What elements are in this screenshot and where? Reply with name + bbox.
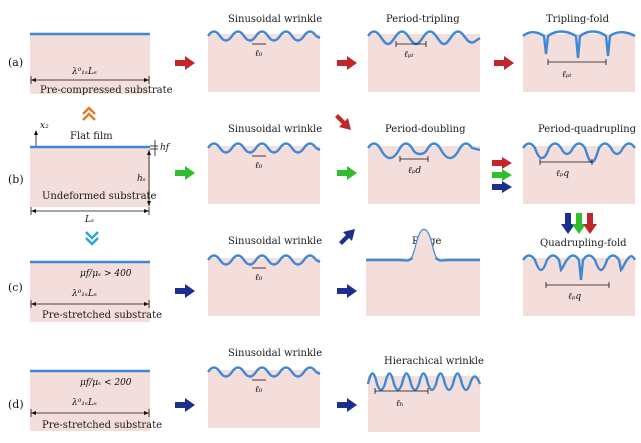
- stage-title: Sinusoidal wrinkle: [228, 236, 322, 247]
- row-label-b: (b): [8, 173, 24, 186]
- length-label: λ⁰₁ₛLₛ: [71, 67, 97, 77]
- axis-label-x2: x₂: [40, 121, 49, 131]
- doubling-film: [367, 142, 481, 160]
- arrow-red-icon: [175, 56, 195, 70]
- substrate-height-label: hₛ: [137, 174, 146, 184]
- substrate-caption: Undeformed substrate: [42, 191, 157, 202]
- arrow-down-stack-icon: [561, 213, 597, 234]
- arrow-blue-icon: [337, 398, 357, 412]
- chevron-down-icon: [85, 231, 99, 246]
- fold-film: [522, 30, 636, 59]
- wavelength-label: ℓ₀: [255, 385, 263, 395]
- substrate-caption: Pre-compressed substrate: [40, 85, 173, 96]
- arrow-green-icon: [337, 166, 357, 180]
- substrate-height-dimension: [147, 150, 151, 206]
- row-label-d: (d): [8, 398, 24, 411]
- length-label: λ⁰₁ₛLₛ: [71, 398, 97, 408]
- arrow-blue-icon: [175, 284, 195, 298]
- pre-stretched-substrate: [30, 262, 150, 322]
- wavelength-label: ℓₚd: [408, 166, 421, 176]
- row-b: x₂ x₁ Flat film hf hₛ Undeformed substra…: [30, 106, 637, 225]
- wrinkle-film: [207, 142, 321, 154]
- film-thickness-label: hf: [160, 143, 171, 153]
- chevron-up-icon: [82, 106, 96, 121]
- stage-title: Period-tripling: [386, 14, 460, 25]
- length-dimension: [30, 409, 150, 417]
- substrate-caption: Pre-stretched substrate: [42, 310, 162, 321]
- arrow-red-diagonal-icon: [335, 114, 351, 130]
- row-label-a: (a): [8, 56, 23, 69]
- substrate-caption: Pre-stretched substrate: [42, 420, 162, 431]
- quadrupling-film: [522, 142, 636, 164]
- stage-title: Sinusoidal wrinkle: [228, 124, 322, 135]
- substrate-length-dimension: [30, 207, 150, 215]
- row-label-c: (c): [8, 281, 23, 294]
- length-label: λ⁰₁ₛLₛ: [71, 289, 97, 299]
- arrow-red-icon: [337, 56, 357, 70]
- wrinkle-film: [207, 366, 321, 378]
- pre-compressed-substrate: [30, 34, 150, 94]
- quadrupling-fold-film: [522, 254, 637, 281]
- wavelength-label: ℓₚₜ: [562, 70, 572, 80]
- arrow-stack-icon: [492, 157, 512, 193]
- film-caption: Flat film: [70, 131, 113, 142]
- wavelength-label: ℓ₀: [255, 161, 263, 171]
- wavelength-label: ℓ₀: [255, 49, 263, 59]
- stage-title: Sinusoidal wrinkle: [228, 14, 322, 25]
- stage-title: Period-doubling: [385, 124, 466, 135]
- pre-stretched-substrate: [30, 371, 150, 431]
- row-a: λ⁰₁ₛLₛ Pre-compressed substrate Sinusoid…: [30, 14, 636, 96]
- substrate-length-label: Lₛ: [84, 215, 94, 225]
- undeformed-substrate: [30, 147, 150, 207]
- stage-title: Sinusoidal wrinkle: [228, 348, 322, 359]
- condition-label: μf/μₛ > 400: [80, 269, 132, 279]
- length-dimension: [30, 300, 150, 308]
- length-dimension: [30, 76, 150, 84]
- arrow-blue-diagonal-icon: [339, 229, 355, 245]
- wavelength-label: ℓₕ: [396, 399, 404, 409]
- wrinkle-film: [207, 30, 321, 42]
- film-thickness-dimension: [150, 140, 158, 156]
- arrow-blue-icon: [337, 284, 357, 298]
- arrow-blue-icon: [175, 398, 195, 412]
- stage-title: Quadrupling-fold: [540, 238, 627, 249]
- wrinkle-film: [207, 254, 321, 266]
- wavelength-label: ℓₚₜ: [404, 50, 414, 60]
- wavelength-label: ℓₚq: [556, 169, 569, 179]
- arrow-red-icon: [494, 56, 514, 70]
- row-c: μf/μₛ > 400 λ⁰₁ₛLₛ Pre-stretched substra…: [30, 213, 637, 322]
- condition-label: μf/μₛ < 200: [80, 378, 132, 388]
- stage-title: Hierachical wrinkle: [384, 356, 484, 367]
- tripling-film: [367, 30, 481, 46]
- stage-title: Period-quadrupling: [538, 124, 637, 135]
- arrow-green-icon: [175, 166, 195, 180]
- hierarchical-film: [366, 372, 482, 392]
- wavelength-label: ℓ₀: [255, 273, 263, 283]
- stage-title: Tripling-fold: [546, 14, 610, 25]
- row-d: μf/μₛ < 200 λ⁰₁ₛLₛ Pre-stretched substra…: [30, 348, 484, 432]
- wavelength-label: ℓₚq: [568, 292, 581, 302]
